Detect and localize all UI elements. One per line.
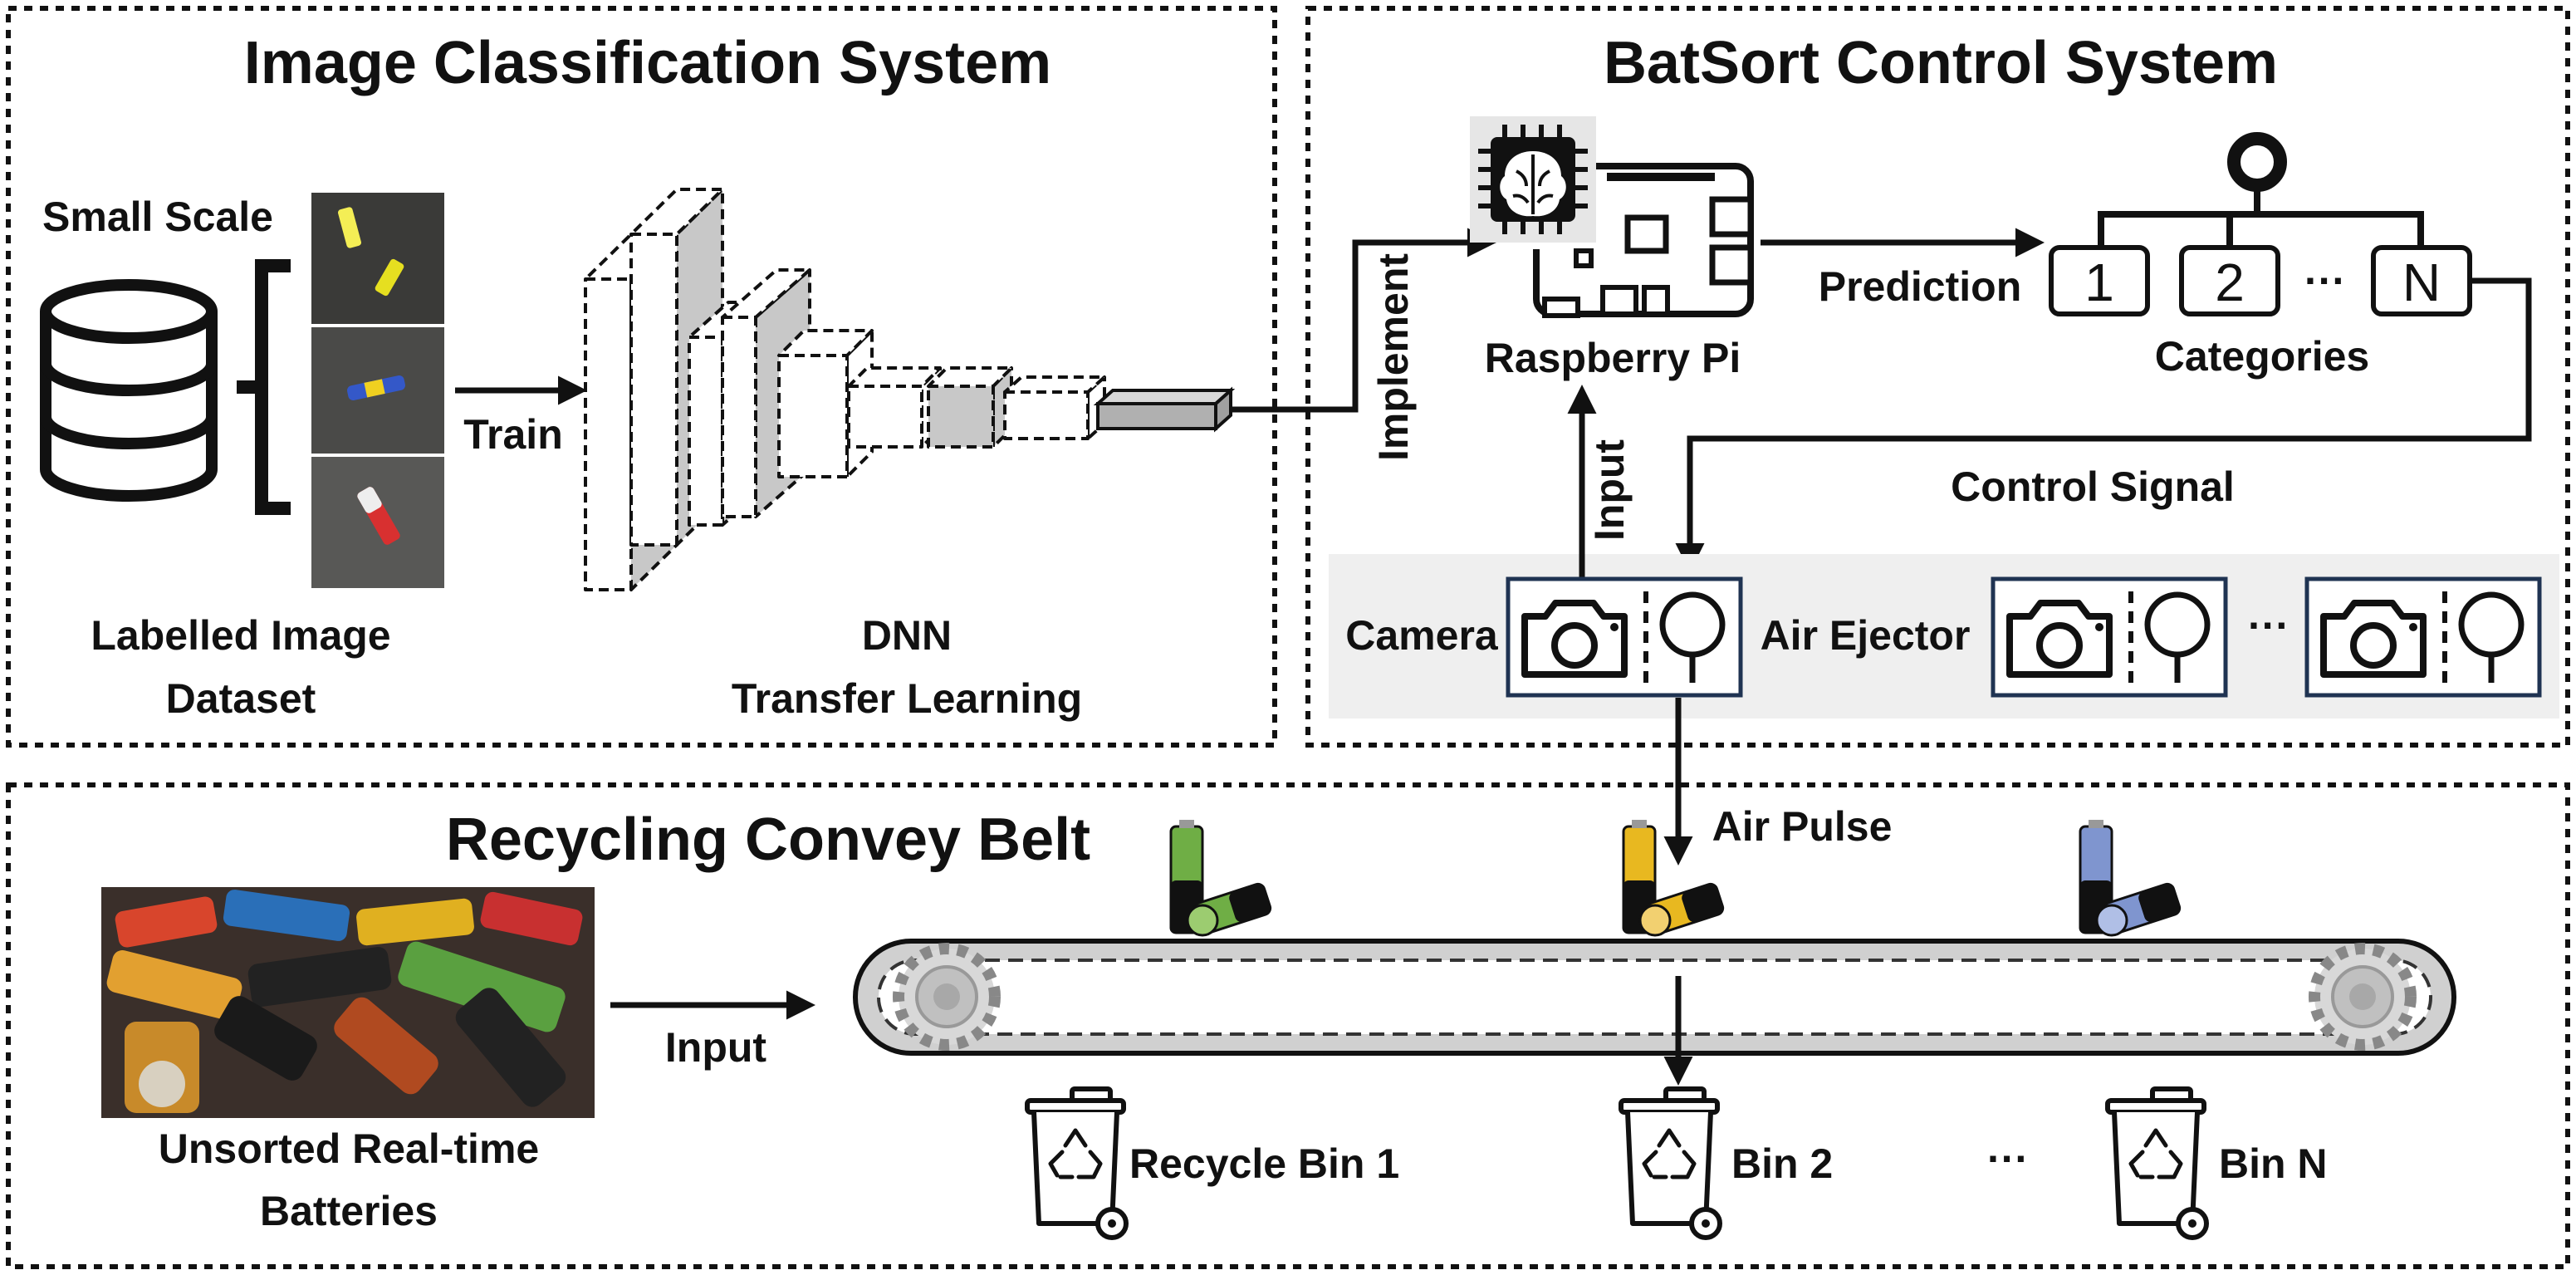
category-box-1 [2049,245,2150,316]
belt-input-label: Input [665,1024,767,1071]
implement-arrow [1231,228,1496,413]
camera-label: Camera [1345,612,1499,659]
dnn-layers [584,188,1106,591]
air-ejector-label: Air Ejector [1761,612,1971,659]
control-system-frame [1305,6,2570,748]
section-title-control: BatSort Control System [1604,30,2278,96]
camera-ejector-unit-2 [1993,579,2226,695]
air-pulse-label: Air Pulse [1712,803,1893,850]
bin-ellipsis: ··· [1987,1135,2029,1182]
category-n-label: N [2402,253,2441,312]
unsorted-label-line1: Unsorted Real-time [159,1125,539,1172]
database-icon [40,279,218,502]
category-ellipsis: ··· [2304,257,2346,304]
unsorted-label-line2: Batteries [260,1188,438,1234]
control-signal-label: Control Signal [1951,463,2235,510]
recycle-bin-1-label: Recycle Bin 1 [1129,1140,1399,1187]
camera-ejector-unit-1 [1508,579,1741,695]
ai-chip-icon [1470,116,1596,243]
dataset-label-line2: Dataset [166,675,316,722]
dataset-bracket [237,259,291,515]
train-label: Train [463,411,562,458]
small-scale-label: Small Scale [42,194,273,240]
section-title-classification: Image Classification System [244,30,1051,96]
recycle-bin-2-label: Bin 2 [1731,1140,1833,1187]
categories-label: Categories [2155,333,2369,380]
recycle-bin-n-label: Bin N [2219,1140,2328,1187]
belt-frame [6,782,2570,1269]
raspberry-pi-label: Raspberry Pi [1485,335,1741,381]
green-battery-pair [1169,820,1272,937]
unsorted-batteries-photo [101,887,595,1118]
prediction-label: Prediction [1819,263,2021,310]
conveyor-belt [853,939,2456,1056]
recycle-bin-n-icon [2108,1089,2206,1238]
category-box-2 [2179,245,2280,316]
dataset-sample-images [311,193,444,588]
category-2-label: 2 [2215,253,2245,312]
recycle-bin-2-icon [1621,1089,1720,1238]
dataset-label-line1: Labelled Image [91,612,390,659]
blue-battery-pair [2079,820,2182,937]
unit-ellipsis: ··· [2248,602,2290,649]
camera-ejector-unit-n [2307,579,2539,695]
control-signal-arrow [1675,277,2532,572]
implement-label: Implement [1370,253,1417,461]
input-label-vertical: Input [1586,439,1633,542]
category-tree [2098,132,2424,245]
section-title-belt: Recycling Convey Belt [446,807,1090,873]
yellow-battery-pair [1622,820,1725,937]
dnn-label-line1: DNN [862,612,952,659]
dnn-label-line2: Transfer Learning [732,675,1082,722]
recycle-bin-1-icon [1027,1089,1126,1238]
image-classification-frame [6,6,1277,748]
dnn-output-layer [1093,386,1236,433]
category-1-label: 1 [2084,253,2114,312]
